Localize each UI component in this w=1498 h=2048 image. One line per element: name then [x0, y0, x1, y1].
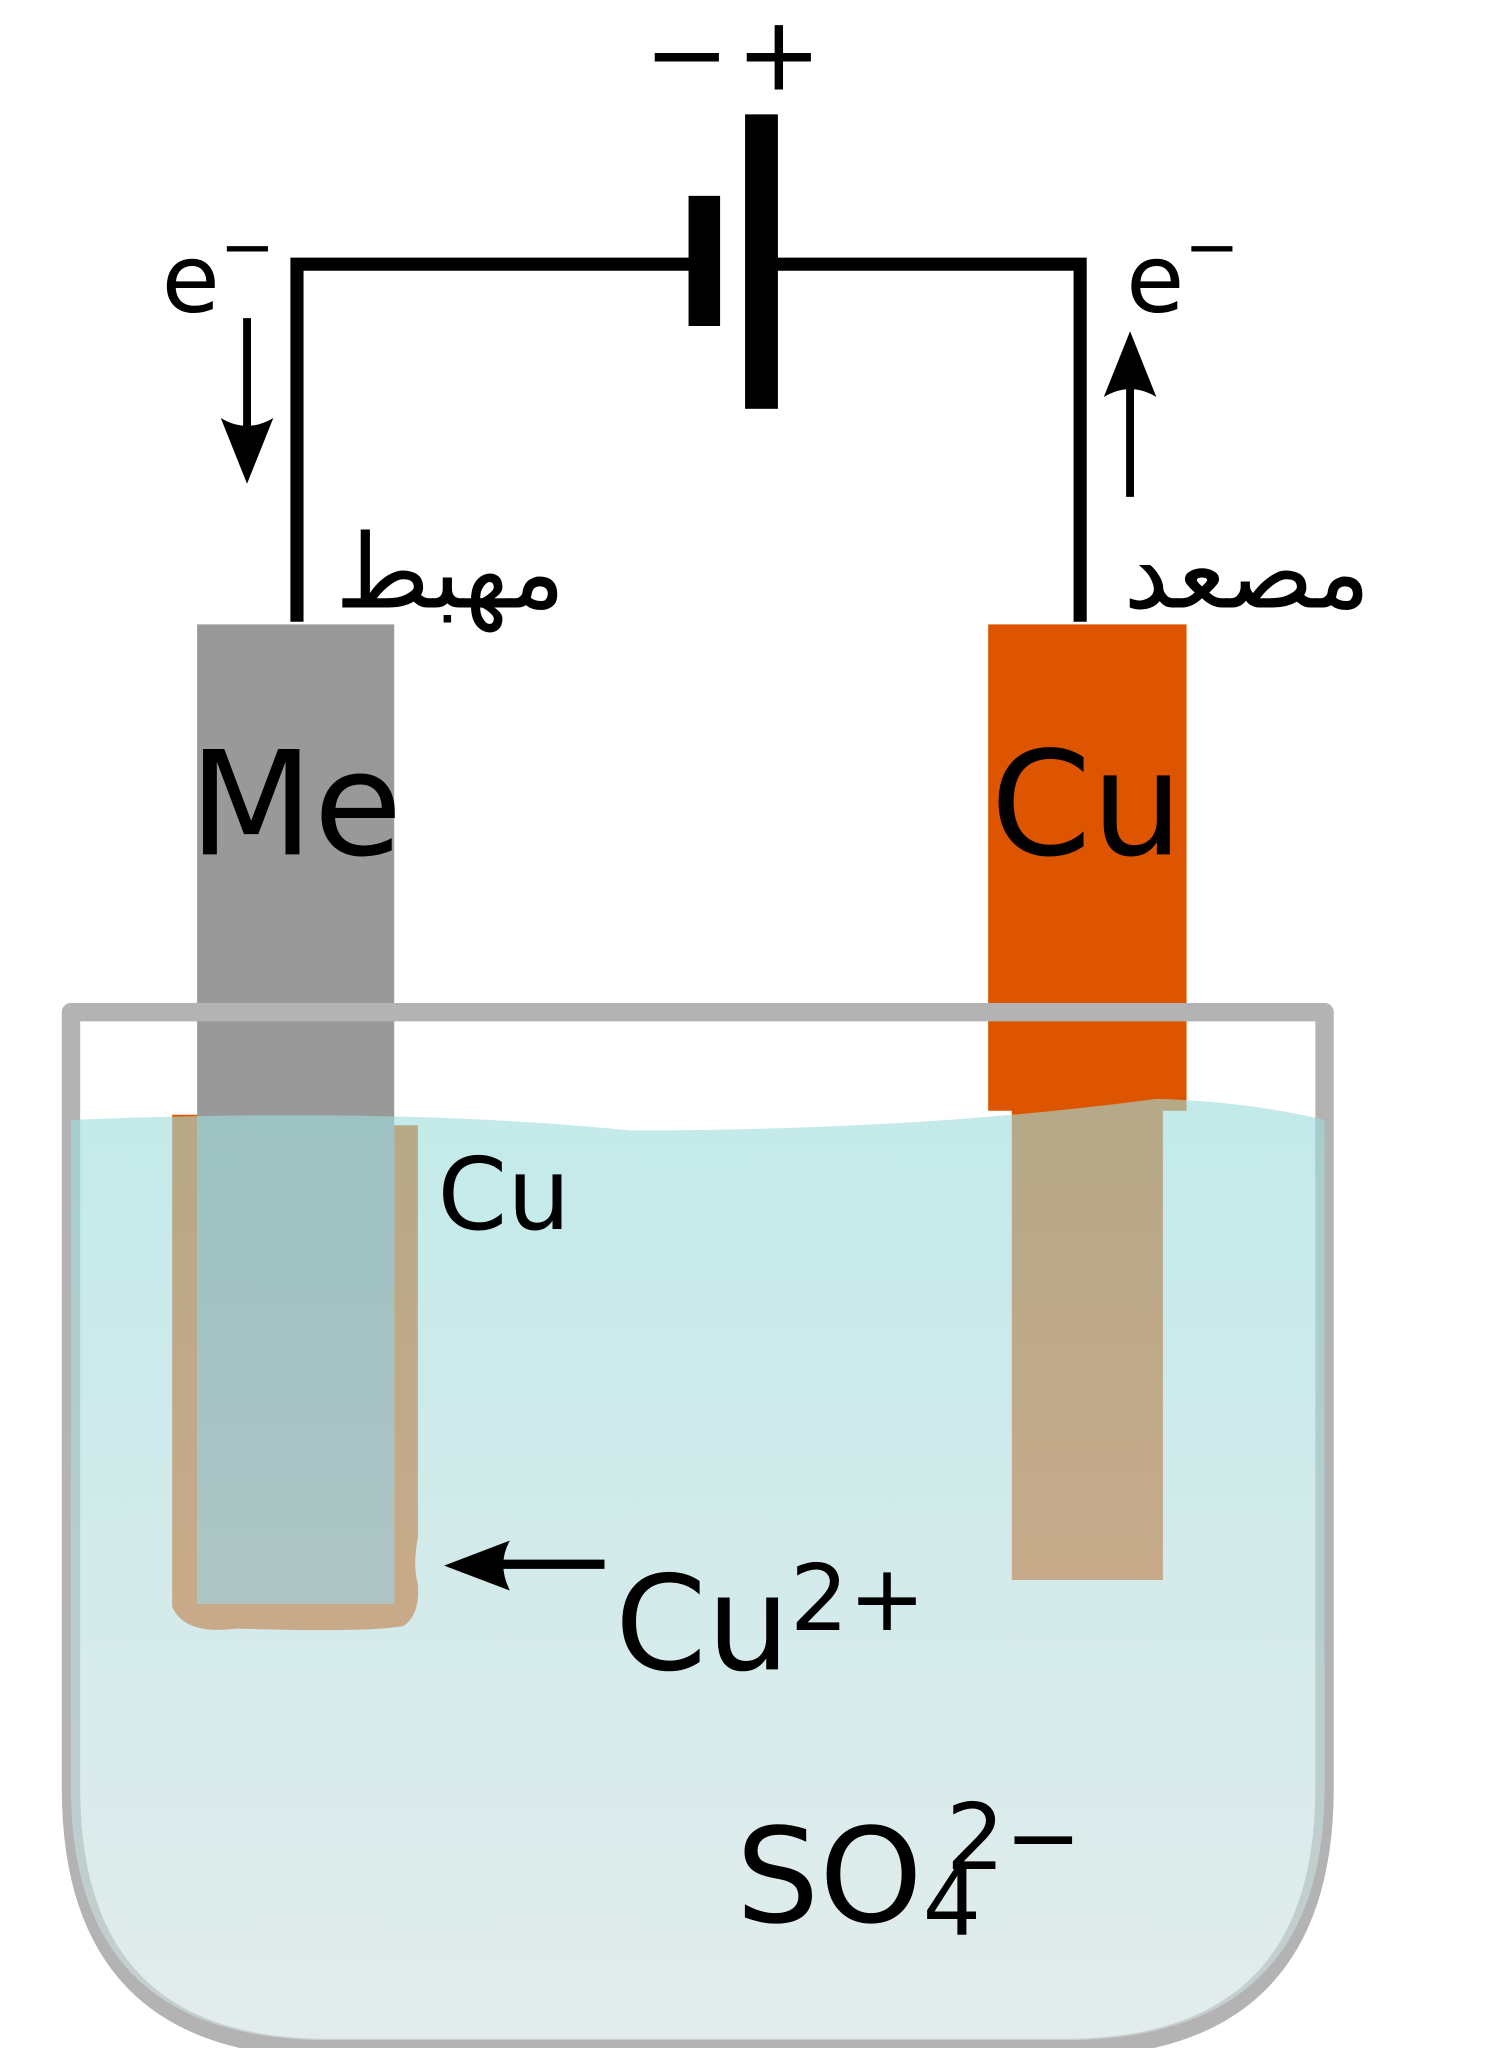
battery-minus-label: − [644, 0, 730, 114]
beaker [61, 1002, 1334, 2048]
arrow-down-head [220, 418, 274, 484]
metal-electrode-label: Me [189, 721, 403, 889]
electrolyte-solution [70, 1098, 1325, 2041]
electron-label-left: e− [162, 209, 275, 334]
anion-label: SO42− [736, 1784, 1082, 1957]
wire-left [290, 257, 692, 622]
copper-electrode-upper [988, 624, 1187, 1111]
copper-electrode-label: Cu [990, 721, 1183, 889]
battery-plus-label: + [736, 0, 822, 114]
cation-label: Cu2+ [615, 1545, 926, 1700]
arrow-left-head [444, 1540, 510, 1591]
arrow-up-head [1103, 331, 1157, 397]
battery-negative-plate [688, 195, 721, 326]
electron-label-right: e− [1126, 209, 1239, 334]
coating-label: Cu [438, 1136, 571, 1253]
cathode-label: مهبط [335, 513, 565, 632]
battery-positive-plate [745, 114, 778, 409]
anode-label: مصعد [1124, 513, 1371, 632]
wire-right [775, 257, 1087, 622]
